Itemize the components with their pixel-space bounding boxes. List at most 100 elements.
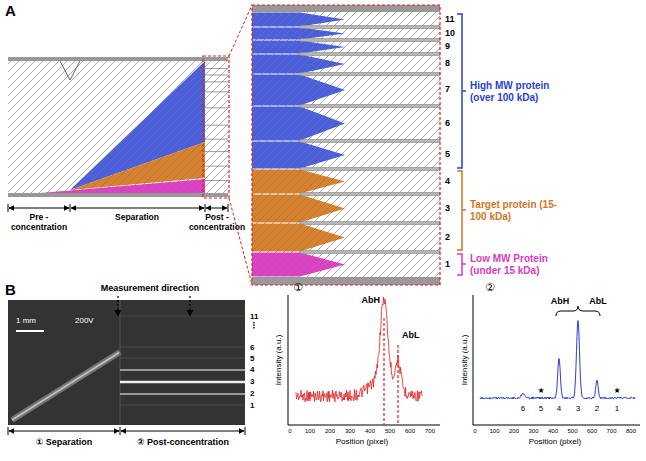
chip-overview [203,56,229,198]
tick-label: 200 [509,428,519,435]
region-arrows [9,431,119,432]
fluorescence-image [12,352,120,420]
chip-overview [205,180,228,181]
tick-label: 300 [345,428,355,435]
plot-axes [288,295,640,425]
fluorescence-image [120,405,245,406]
region-arrows [206,208,227,209]
channel-number: 5 [539,404,543,413]
region-arrows [205,204,206,212]
tick-label: 600 [587,428,597,435]
tick-label: 200 [325,428,335,435]
chip-overview [205,107,228,108]
intensity-trace [480,321,635,400]
channel-walls [300,105,440,108]
group-label: High MW protein (over 100 kDa) [470,80,565,103]
channel-number: 9 [445,41,450,51]
peak-label: AbH [551,296,570,306]
channel-number: 7 [445,84,450,94]
axis-title: Intensity (a.u.) [460,335,469,386]
region-label: ② Post-concentration [137,437,229,447]
zoom-channels [252,5,440,12]
fluorescence-image [120,381,245,384]
tick-label: 0 [288,428,291,435]
tick-label: 400 [365,428,375,435]
channel-number: 4 [445,176,450,186]
channel-number: 4 [557,404,561,413]
panel-letter: B [5,281,16,298]
star-mark: ★ [613,386,620,395]
plot-axes [288,295,440,425]
tick-label: 0 [473,428,476,435]
channel-walls [300,193,440,196]
tick-label: 800 [626,428,636,435]
chip-overview [229,5,252,56]
zoom-channels [252,277,440,285]
region-label: Pre -concentration [6,213,72,233]
region-arrows [8,204,228,212]
channel-number: 6 [445,118,450,128]
peak-brace [556,306,600,316]
intensity-trace [296,297,422,402]
chip-overview [205,69,228,181]
chip-overview [205,125,228,126]
fluorescence-image [120,358,245,359]
plot-axes [473,295,640,425]
region-label: Separation [115,213,159,223]
region-arrows [71,208,204,209]
channel-number: 4 [250,365,254,374]
intensity-trace [480,321,635,400]
peak-label: AbL [589,296,607,306]
group-label: Target protein (15-100 kDa) [470,199,565,222]
group-label: Low MW Protein (under 15 kDa) [470,253,565,276]
region-arrows [8,427,245,435]
zoom-channels [252,12,440,277]
tick-label: 600 [405,428,415,435]
tick-label: 500 [385,428,395,435]
plot-number: ② [485,281,495,294]
channel-number: 5 [250,354,254,363]
measurement-arrows [118,296,190,316]
peak-label: AbL [402,330,420,340]
region-label: ① Separation [36,437,93,447]
chip-overview [8,193,228,197]
zoom-channels [252,5,440,285]
channel-number: 11 [445,14,455,24]
fluorescence-image [120,316,245,405]
channel-number: 5 [445,149,450,159]
tick-label: 400 [548,428,558,435]
fluorescence-image [8,300,245,425]
channel-walls [300,53,440,56]
region-arrows [8,427,9,435]
channel-number: 10 [445,28,455,38]
plot-number: ① [293,281,303,294]
chip-overview [60,61,80,80]
fluorescence-image [120,347,245,348]
chip-overview [205,139,228,140]
group-brackets [457,254,466,275]
region-arrows [9,208,69,209]
chip-overview [205,81,228,82]
chip-overview [229,198,252,285]
chip-overview [8,61,228,193]
region-arrows [245,427,246,435]
annotation: Measurement direction [101,283,200,293]
measurement-arrows [189,296,190,316]
fluorescence-image [16,330,44,332]
channel-number: 11 [250,312,258,321]
chip-overview [8,57,228,61]
tick-label: 100 [489,428,499,435]
channel-number: 3 [445,203,450,213]
intensity-trace [296,297,422,402]
channel-walls [300,73,440,76]
zoom-channels [252,12,440,277]
tick-label: 100 [305,428,315,435]
channel-number: 3 [576,404,580,413]
region-arrows [228,204,229,212]
region-arrows [8,204,9,212]
chip-overview [205,91,228,92]
channel-number: 2 [250,389,254,398]
fluorescence-image [120,369,245,371]
